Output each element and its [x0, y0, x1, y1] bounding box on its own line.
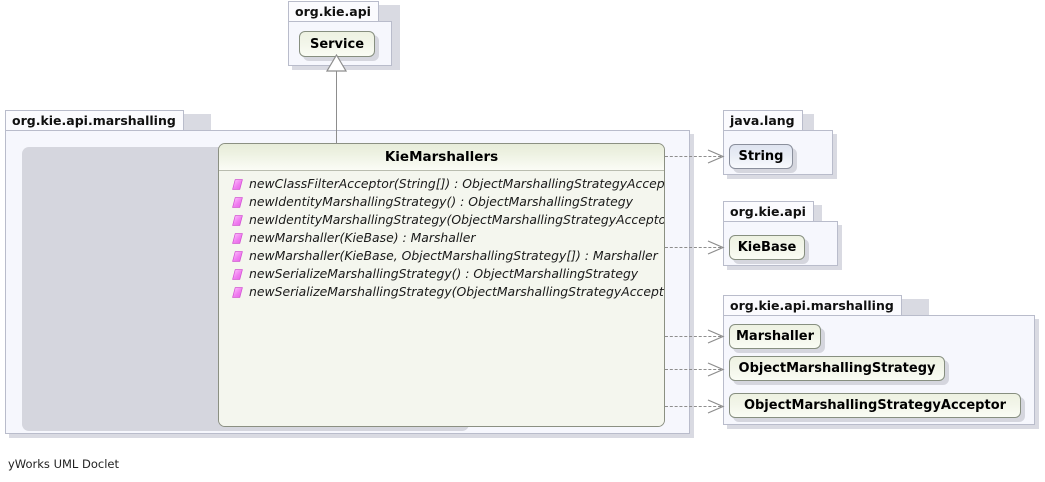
node-label: Marshaller: [735, 329, 815, 344]
static-method-icon: [232, 178, 243, 190]
static-method-icon: [232, 196, 243, 208]
dependency-arrowhead-icon: [707, 240, 725, 255]
connector-dependency-string: [665, 156, 721, 157]
static-method-icon: [232, 286, 243, 298]
class-member-row: newMarshaller(KieBase, ObjectMarshalling…: [219, 247, 664, 265]
class-member-signature: newClassFilterAcceptor(String[]) : Objec…: [249, 176, 665, 191]
class-member-signature: newIdentityMarshallingStrategy() : Objec…: [249, 194, 634, 209]
node-label: String: [738, 149, 784, 164]
connector-dependency-oms: [665, 369, 721, 370]
connector-generalization-line: [336, 70, 337, 144]
node-objectmarshallingstrategy[interactable]: ObjectMarshallingStrategy: [729, 356, 945, 381]
class-member-row: newSerializeMarshallingStrategy() : Obje…: [219, 265, 664, 283]
static-method-icon: [232, 268, 243, 280]
package-tab-label-top: org.kie.api: [288, 1, 379, 21]
class-member-row: newMarshaller(KieBase) : Marshaller: [219, 229, 664, 247]
class-member-row: newIdentityMarshallingStrategy() : Objec…: [219, 193, 664, 211]
node-marshaller[interactable]: Marshaller: [729, 324, 821, 349]
connector-dependency-kiebase: [665, 247, 721, 248]
class-member-signature: newIdentityMarshallingStrategy(ObjectMar…: [249, 212, 665, 227]
class-title: KieMarshallers: [219, 144, 664, 171]
class-member-row: newSerializeMarshallingStrategy(ObjectMa…: [219, 283, 664, 301]
package-tab-label-kie-api: org.kie.api: [723, 201, 814, 221]
package-tab-label-marshalling-right: org.kie.api.marshalling: [723, 295, 902, 315]
class-member-signature: newMarshaller(KieBase) : Marshaller: [249, 230, 476, 245]
node-label: Service: [309, 36, 365, 52]
dependency-arrowhead-icon: [707, 399, 725, 414]
connector-dependency-marshaller: [665, 336, 721, 337]
generalization-arrowhead-icon: [326, 54, 347, 72]
class-member-row: newClassFilterAcceptor(String[]) : Objec…: [219, 175, 664, 193]
connector-dependency-omsa: [665, 406, 721, 407]
node-label: ObjectMarshallingStrategy: [738, 361, 936, 376]
static-method-icon: [232, 232, 243, 244]
node-objectmarshallingstrategyacceptor[interactable]: ObjectMarshallingStrategyAcceptor: [729, 393, 1021, 418]
dependency-arrowhead-icon: [707, 362, 725, 377]
package-tab-label-java-lang: java.lang: [723, 110, 803, 130]
class-member-signature: newMarshaller(KieBase, ObjectMarshalling…: [249, 248, 658, 263]
dependency-arrowhead-icon: [707, 329, 725, 344]
class-members-list: newClassFilterAcceptor(String[]) : Objec…: [219, 171, 664, 426]
node-label: ObjectMarshallingStrategyAcceptor: [743, 398, 1007, 413]
class-member-signature: newSerializeMarshallingStrategy() : Obje…: [249, 266, 639, 281]
class-member-row: newIdentityMarshallingStrategy(ObjectMar…: [219, 211, 664, 229]
node-string[interactable]: String: [729, 144, 793, 169]
footer-credit: yWorks UML Doclet: [8, 457, 119, 471]
node-label: KieBase: [737, 240, 797, 255]
class-box-kiemarshallers[interactable]: KieMarshallers newClassFilterAcceptor(St…: [218, 143, 665, 427]
dependency-arrowhead-icon: [707, 149, 725, 164]
static-method-icon: [232, 214, 243, 226]
node-kiebase[interactable]: KieBase: [729, 235, 805, 260]
package-tab-label-main: org.kie.api.marshalling: [5, 110, 184, 130]
class-member-signature: newSerializeMarshallingStrategy(ObjectMa…: [249, 284, 665, 299]
static-method-icon: [232, 250, 243, 262]
